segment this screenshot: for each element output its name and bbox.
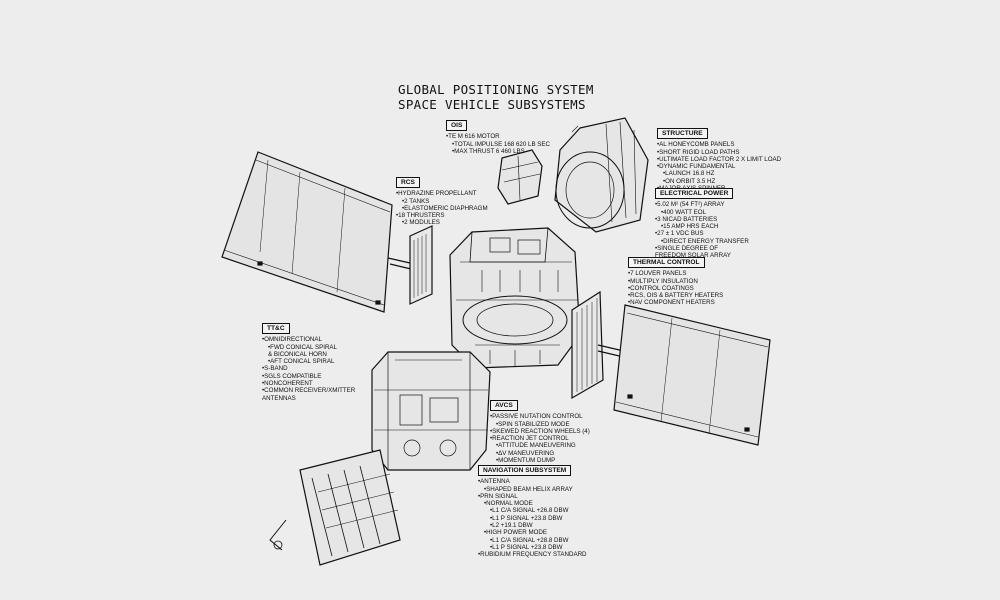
navigation-item: L1 C/A SIGNAL +28.8 DBW — [478, 537, 587, 544]
callout-ois: OISTE M 616 MOTORTOTAL IMPULSE 168 620 L… — [446, 120, 550, 155]
rcs-item: 2 MODULES — [396, 219, 488, 226]
thermal-control-item: CONTROL COATINGS — [628, 285, 723, 292]
avcs-item: ATTITUDE MANEUVERING — [490, 442, 590, 449]
rcs-item: ELASTOMERIC DIAPHRAGM — [396, 205, 487, 212]
navigation-item: RUBIDIUM FREQUENCY STANDARD — [478, 551, 586, 558]
electrical-power-item: SINGLE DEGREE OF — [655, 245, 749, 252]
navigation-item: PRN SIGNAL — [478, 493, 587, 500]
ttc-header: TT&C — [262, 323, 290, 335]
rcs-header: RCS — [396, 177, 420, 189]
structure-item: ULTIMATE LOAD FACTOR 2 X LIMIT LOAD — [657, 156, 781, 163]
structure-item: SHORT RIGID LOAD PATHS — [657, 149, 781, 156]
ttc-item: AFT CONICAL SPIRAL — [262, 358, 355, 365]
ttc-item: OMNIDIRECTIONAL — [262, 336, 355, 343]
helix-antenna-array — [269, 449, 401, 566]
ttc-item: NONCOHERENT — [262, 380, 355, 387]
title-line-1: GLOBAL POSITIONING SYSTEM — [398, 82, 594, 97]
thermal-control-header: THERMAL CONTROL — [628, 257, 705, 269]
callout-rcs: RCSHYDRAZINE PROPELLANT2 TANKSELASTOMERI… — [396, 177, 488, 227]
avcs-item: MOMENTUM DUMP — [490, 457, 590, 464]
callout-navigation: NAVIGATION SUBSYSTEMANTENNASHAPED BEAM H… — [478, 465, 587, 559]
structure-item: DYNAMIC FUNDAMENTAL — [657, 163, 781, 170]
callout-thermal-control: THERMAL CONTROL7 LOUVER PANELSMULTIPLY I… — [628, 257, 723, 307]
electrical-power-item: 3 NICAD BATTERIES — [655, 216, 749, 223]
ois-header: OIS — [446, 120, 468, 132]
title-line-2: SPACE VEHICLE SUBSYSTEMS — [398, 97, 586, 112]
electrical-power-item: 15 AMP HRS EACH — [655, 223, 749, 230]
structure-item: ON ORBIT 3.5 HZ — [657, 178, 781, 185]
navigation-item: L2 +19.1 DBW — [478, 522, 587, 529]
rcs-item: 18 THRUSTERS — [396, 212, 488, 219]
callout-avcs: AVCSPASSIVE NUTATION CONTROLSPIN STABILI… — [490, 400, 590, 464]
navigation-item: L1 P SIGNAL +23.8 DBW — [478, 544, 587, 551]
thermal-control-item: NAV COMPONENT HEATERS — [628, 299, 723, 306]
ois-item: TOTAL IMPULSE 168 620 LB SEC — [446, 141, 550, 148]
ttc-item: SGLS COMPATIBLE — [262, 373, 355, 380]
left-solar-array — [221, 151, 433, 313]
structure-header: STRUCTURE — [657, 128, 708, 140]
equipment-module — [371, 351, 491, 471]
ois-module — [497, 149, 543, 205]
navigation-item: SHAPED BEAM HELIX ARRAY — [478, 486, 587, 493]
ttc-item: COMMON RECEIVER/XMITTER — [262, 387, 355, 394]
ttc-item: FWD CONICAL SPIRAL — [262, 344, 355, 351]
avcs-item: SPIN STABILIZED MODE — [490, 421, 590, 428]
avcs-item: SKEWED REACTION WHEELS (4) — [490, 428, 590, 435]
electrical-power-item: DIRECT ENERGY TRANSFER — [655, 238, 749, 245]
ois-item: TE M 616 MOTOR — [446, 133, 550, 140]
callout-structure: STRUCTUREAL HONEYCOMB PANELSSHORT RIGID … — [657, 128, 781, 192]
callout-electrical-power: ELECTRICAL POWER5.02 M² (54 FT²) ARRAY40… — [655, 188, 749, 260]
callout-ttc: TT&COMNIDIRECTIONALFWD CONICAL SPIRAL& B… — [262, 323, 355, 402]
structure-item: LAUNCH 16.8 HZ — [657, 170, 781, 177]
central-body — [449, 227, 581, 369]
navigation-item: HIGH POWER MODE — [478, 529, 587, 536]
navigation-item: L1 C/A SIGNAL +26.8 DBW — [478, 507, 587, 514]
structure-item: AL HONEYCOMB PANELS — [657, 141, 781, 148]
electrical-power-item: FREEDOM SOLAR ARRAY — [655, 252, 731, 260]
rcs-item: HYDRAZINE PROPELLANT — [396, 190, 488, 197]
ttc-item: ANTENNAS — [262, 394, 296, 402]
electrical-power-item: 27 ± 1 VDC BUS — [655, 230, 749, 237]
right-solar-array — [571, 290, 771, 446]
avcs-header: AVCS — [490, 400, 518, 412]
ttc-item: S-BAND — [262, 365, 355, 372]
electrical-power-item: 5.02 M² (54 FT²) ARRAY — [655, 201, 749, 208]
navigation-header: NAVIGATION SUBSYSTEM — [478, 465, 572, 477]
thermal-control-item: RCS, OIS & BATTERY HEATERS — [628, 292, 723, 299]
ttc-item: & BICONICAL HORN — [268, 350, 327, 358]
avcs-item: REACTION JET CONTROL — [490, 435, 590, 442]
avcs-item: PASSIVE NUTATION CONTROL — [490, 413, 590, 420]
avcs-item: ΔV MANEUVERING — [490, 450, 590, 457]
navigation-item: ANTENNA — [478, 478, 587, 485]
thermal-control-item: MULTIPLY INSULATION — [628, 278, 723, 285]
electrical-power-header: ELECTRICAL POWER — [655, 188, 734, 200]
rcs-item: 2 TANKS — [396, 198, 488, 205]
navigation-item: L1 P SIGNAL +23.8 DBW — [478, 515, 587, 522]
ois-item: MAX THRUST 6 460 LBS — [446, 148, 550, 155]
thermal-control-item: 7 LOUVER PANELS — [628, 270, 723, 277]
electrical-power-item: 400 WATT EOL — [655, 209, 749, 216]
navigation-item: NORMAL MODE — [478, 500, 587, 507]
structure-drum — [554, 117, 649, 233]
diagram-title: GLOBAL POSITIONING SYSTEM SPACE VEHICLE … — [398, 82, 698, 112]
